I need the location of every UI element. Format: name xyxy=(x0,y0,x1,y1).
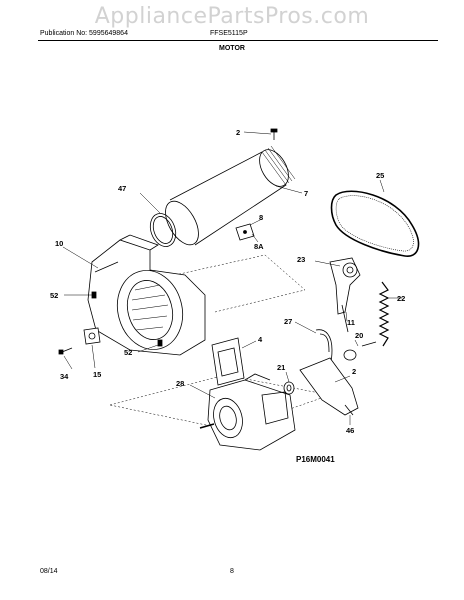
idler-pulley-part-20 xyxy=(343,341,377,361)
callout-52: 52 xyxy=(50,291,58,300)
callout-47: 47 xyxy=(118,184,126,193)
callout-4: 4 xyxy=(258,335,263,344)
callout-2-lower: 2 xyxy=(352,367,356,376)
header-rule xyxy=(38,40,438,41)
callout-46: 46 xyxy=(346,426,354,435)
callout-15: 15 xyxy=(93,370,101,379)
callout-27: 27 xyxy=(284,317,292,326)
callout-20: 20 xyxy=(355,331,363,340)
mount-plate-part-46 xyxy=(299,357,359,416)
model-number: FFSE5115P xyxy=(210,30,248,37)
callout-11: 11 xyxy=(347,318,355,327)
callout-52-lower: 52 xyxy=(124,348,132,357)
idler-spring-part-22 xyxy=(378,281,390,347)
blower-housing-part-10 xyxy=(87,234,206,356)
grommet-part-15 xyxy=(83,327,101,345)
callout-10: 10 xyxy=(55,239,63,248)
bushing-part-21 xyxy=(283,381,295,395)
bracket-part-4 xyxy=(211,337,245,386)
figure-code: P16M0041 xyxy=(296,455,335,464)
callout-28: 28 xyxy=(176,379,184,388)
callout-8a: 8A xyxy=(254,242,264,251)
watermark: AppliancePartsPros.com xyxy=(94,4,370,29)
section-title: MOTOR xyxy=(219,45,245,52)
seal-ring-part-47 xyxy=(149,213,177,247)
motor-part-28 xyxy=(199,373,296,451)
callout-21: 21 xyxy=(277,363,285,372)
footer-date: 08/14 xyxy=(40,568,58,575)
callout-22: 22 xyxy=(397,294,405,303)
drive-belt-part-25 xyxy=(330,190,420,257)
callout-2: 2 xyxy=(236,128,240,137)
screw-part-34 xyxy=(58,347,73,355)
footer-page-number: 8 xyxy=(230,568,234,575)
clip-part-8 xyxy=(235,223,255,241)
callout-8: 8 xyxy=(259,213,263,222)
duct-cylinder-part-7 xyxy=(165,145,296,246)
callout-leaders xyxy=(62,131,402,425)
callout-25: 25 xyxy=(376,171,384,180)
idler-shaft-part-11 xyxy=(341,304,349,333)
idler-arm-part-23 xyxy=(329,257,361,315)
callout-7: 7 xyxy=(304,189,308,198)
screw-part-2-top xyxy=(270,128,278,140)
callout-23: 23 xyxy=(297,255,305,264)
callout-34: 34 xyxy=(60,372,69,381)
publication-number: Publication No: 5995649864 xyxy=(40,30,128,37)
